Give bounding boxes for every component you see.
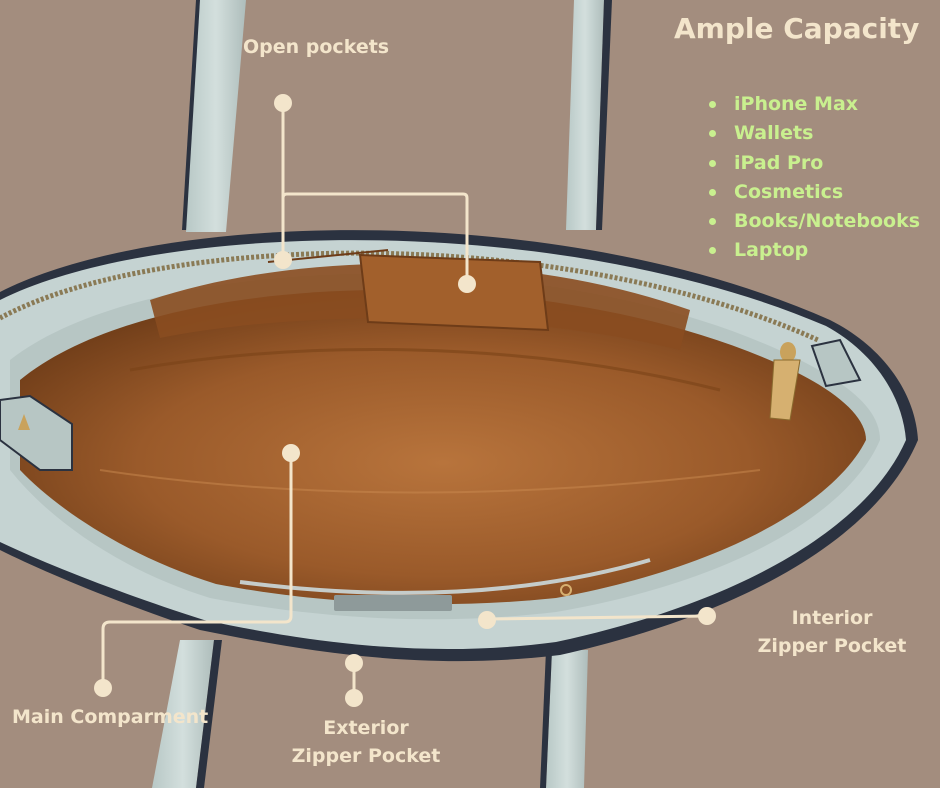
interior-zipper-end-dot <box>698 607 716 625</box>
zipper-pull <box>769 342 801 421</box>
main-compartment-end-dot <box>94 679 112 697</box>
side-tab <box>0 394 73 471</box>
interior-zipper-dot <box>478 611 496 629</box>
zipper-track <box>0 250 820 343</box>
open-pocket-right-dot <box>458 275 476 293</box>
capacity-item: Books/Notebooks <box>706 207 920 236</box>
interior-zipper <box>239 558 651 595</box>
open-pockets-dot <box>274 94 292 112</box>
open-pocket <box>358 253 550 332</box>
main-compartment-label: Main Comparment <box>12 706 209 728</box>
exterior-zipper-end-dot <box>345 689 363 707</box>
ample-capacity-title: Ample Capacity <box>674 12 920 45</box>
exterior-zipper-dot <box>345 654 363 672</box>
open-pockets-label: Open pockets <box>243 36 390 58</box>
capacity-list: iPhone Max Wallets iPad Pro Cosmetics Bo… <box>706 90 920 266</box>
top-straps <box>182 0 612 232</box>
main-compartment-dot <box>282 444 300 462</box>
callout-dots <box>94 94 716 707</box>
exterior-zipper-pocket-label: Exterior Zipper Pocket <box>291 717 441 767</box>
callouts <box>101 103 708 698</box>
interior-zipper-pocket-label: Interior Zipper Pocket <box>757 607 907 657</box>
capacity-item: iPhone Max <box>706 90 920 119</box>
capacity-item: Wallets <box>706 119 920 148</box>
bottom-straps <box>152 640 588 788</box>
capacity-item: Cosmetics <box>706 178 920 207</box>
capacity-item: Laptop <box>706 236 920 265</box>
brand-tag <box>334 595 452 611</box>
open-pocket-left-dot <box>274 251 292 269</box>
capacity-item: iPad Pro <box>706 149 920 178</box>
bag-lining <box>20 290 866 605</box>
